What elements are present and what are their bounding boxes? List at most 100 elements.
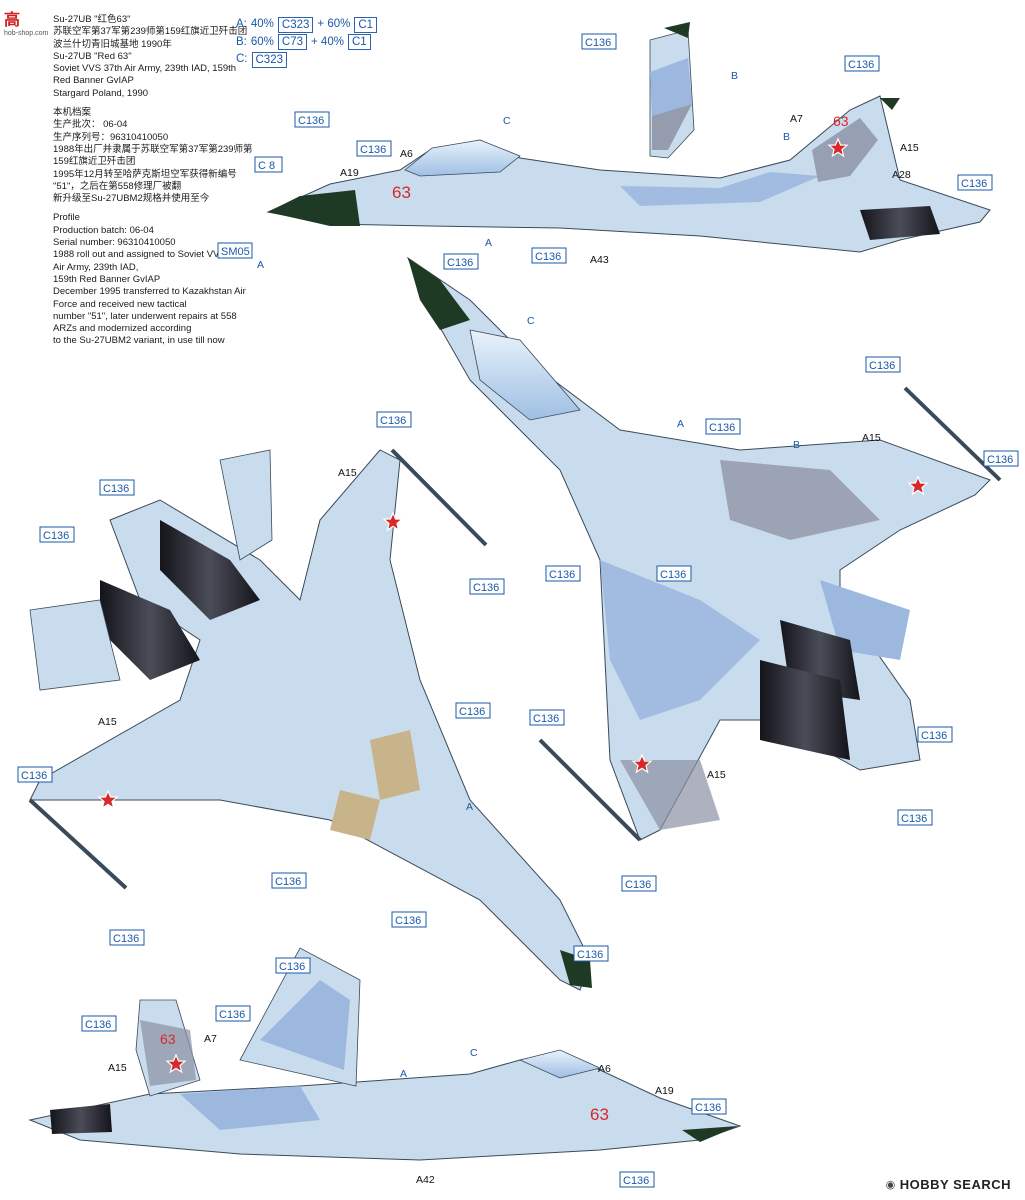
callout-label: A7 (790, 113, 803, 125)
site-logo[interactable]: 高 hob-shop.com (4, 6, 48, 37)
note-line: number "51", later underwent repairs at … (53, 310, 237, 322)
callout-box: C136 (897, 809, 933, 826)
callout-box: C136 (455, 702, 491, 719)
watermark[interactable]: ◉ HOBBY SEARCH (886, 1177, 1011, 1192)
callout-box: C136 (81, 1015, 117, 1032)
note-line: 苏联空军第37军第239师第159红旗近卫歼击团 (53, 26, 248, 38)
legend-color-code: C1 (354, 16, 378, 33)
note-line: 159红旗近卫歼击团 (53, 156, 136, 168)
svg-text:C136: C136 (695, 1102, 721, 1114)
callout-label: A15 (108, 1062, 127, 1074)
callout-box: C136 (529, 709, 565, 726)
legend-row: C:C323 (236, 51, 377, 69)
callout-box: C136 (215, 1005, 251, 1022)
svg-text:C136: C136 (921, 730, 947, 742)
callout-box: C136 (109, 929, 145, 946)
callout-label: A15 (900, 142, 919, 154)
callout-label: A28 (892, 169, 911, 181)
note-line: Su-27UB "Red 63" (53, 50, 132, 62)
note-line: Soviet VVS 37th Air Army, 239th IAD, 159… (53, 63, 237, 75)
note-line: 本机档案 (53, 107, 92, 119)
callout-box: C136 (983, 450, 1019, 467)
note-line: 159th Red Banner GvIAP (53, 273, 161, 285)
svg-text:C136: C136 (533, 713, 559, 725)
callout-label: B (793, 439, 800, 451)
callout-label: A (257, 259, 264, 271)
svg-text:C136: C136 (625, 879, 651, 891)
legend-key: C: (236, 53, 248, 65)
svg-text:C136: C136 (395, 915, 421, 927)
callout-box: C136 (545, 565, 581, 582)
note-line: ARZs and modernized according (53, 323, 192, 335)
callout-box: C136 (17, 766, 53, 783)
note-line: to the Su-27UBM2 variant, in use till no… (53, 335, 225, 347)
svg-text:C136: C136 (380, 415, 406, 427)
legend-color-code: C323 (277, 16, 314, 33)
callout-box: C136 (917, 726, 953, 743)
callout-label: A15 (98, 716, 117, 728)
callout-label: A (400, 1068, 407, 1080)
callout-box: C136 (621, 875, 657, 892)
callout-label: A7 (204, 1033, 217, 1045)
legend-color-code: C1 (347, 34, 371, 51)
callout-box: C136 (443, 253, 479, 270)
tail-number-side: 63 (392, 183, 411, 202)
callout-label: B (731, 70, 738, 82)
svg-text:C136: C136 (279, 961, 305, 973)
svg-text:C136: C136 (623, 1175, 649, 1187)
callout-box: C136 (271, 872, 307, 889)
side-profile-bottom: 63 63 (28, 947, 742, 1161)
legend-join: + 40% (311, 35, 344, 48)
note-line: Production batch: 06-04 (53, 224, 154, 236)
callout-label: A15 (338, 467, 357, 479)
legend-key: B: (236, 35, 247, 48)
callout-box: C136 (531, 247, 567, 264)
note-line: December 1995 transferred to Kazakhstan … (53, 286, 246, 298)
callout-box: C136 (275, 957, 311, 974)
svg-text:C136: C136 (21, 770, 47, 782)
callout-label: A15 (862, 432, 881, 444)
callout-label: A42 (416, 1174, 435, 1186)
note-line: "51"，之后在第558修理厂被翻 (53, 180, 182, 192)
callout-box: C136 (99, 479, 135, 496)
note-line: 波兰什切青旧城基地 1990年 (53, 38, 172, 50)
callout-box: C136 (656, 565, 692, 582)
callout-label: A6 (400, 148, 413, 160)
callout-box: C136 (619, 1171, 655, 1188)
callout-label: A6 (598, 1063, 611, 1075)
svg-text:C136: C136 (43, 530, 69, 542)
callout-label: A15 (707, 769, 726, 781)
watermark-text: HOBBY SEARCH (899, 1177, 1011, 1192)
callout-box: C136 (294, 111, 330, 128)
svg-text:C136: C136 (219, 1009, 245, 1021)
svg-text:C136: C136 (660, 569, 686, 581)
svg-text:SM05: SM05 (221, 246, 250, 258)
svg-text:C136: C136 (103, 483, 129, 495)
legend-row: A:40%C323+ 60%C1 (236, 16, 378, 34)
tail-number-bottom-side: 63 (590, 1105, 609, 1124)
svg-text:C136: C136 (577, 949, 603, 961)
callout-box: C136 (573, 945, 609, 962)
callout-box: C136 (957, 174, 993, 191)
legend-row: B:60%C73+ 40%C1 (236, 34, 377, 52)
legend-color-code: C73 (277, 34, 308, 51)
note-line: Stargard Poland, 1990 (53, 87, 149, 99)
callout-label: C (503, 115, 511, 127)
note-line: 1988 roll out and assigned to Soviet VVS… (53, 249, 247, 261)
callout-label: B (783, 131, 790, 143)
svg-text:C136: C136 (360, 144, 386, 156)
note-line: 1995年12月转至哈萨克斯坦空军获得新编号 (53, 168, 237, 180)
note-line: 生产批次： 06-04 (53, 119, 128, 131)
svg-text:C136: C136 (113, 933, 139, 945)
note-line: Red Banner GvIAP (53, 75, 134, 87)
logo-sub: hob-shop.com (4, 30, 49, 37)
svg-text:C136: C136 (549, 569, 575, 581)
note-line: 生产序列号：96310410050 (53, 131, 169, 143)
legend-percent: 60% (250, 35, 274, 48)
callout-box: C136 (39, 526, 75, 543)
callout-label: A (485, 237, 492, 249)
